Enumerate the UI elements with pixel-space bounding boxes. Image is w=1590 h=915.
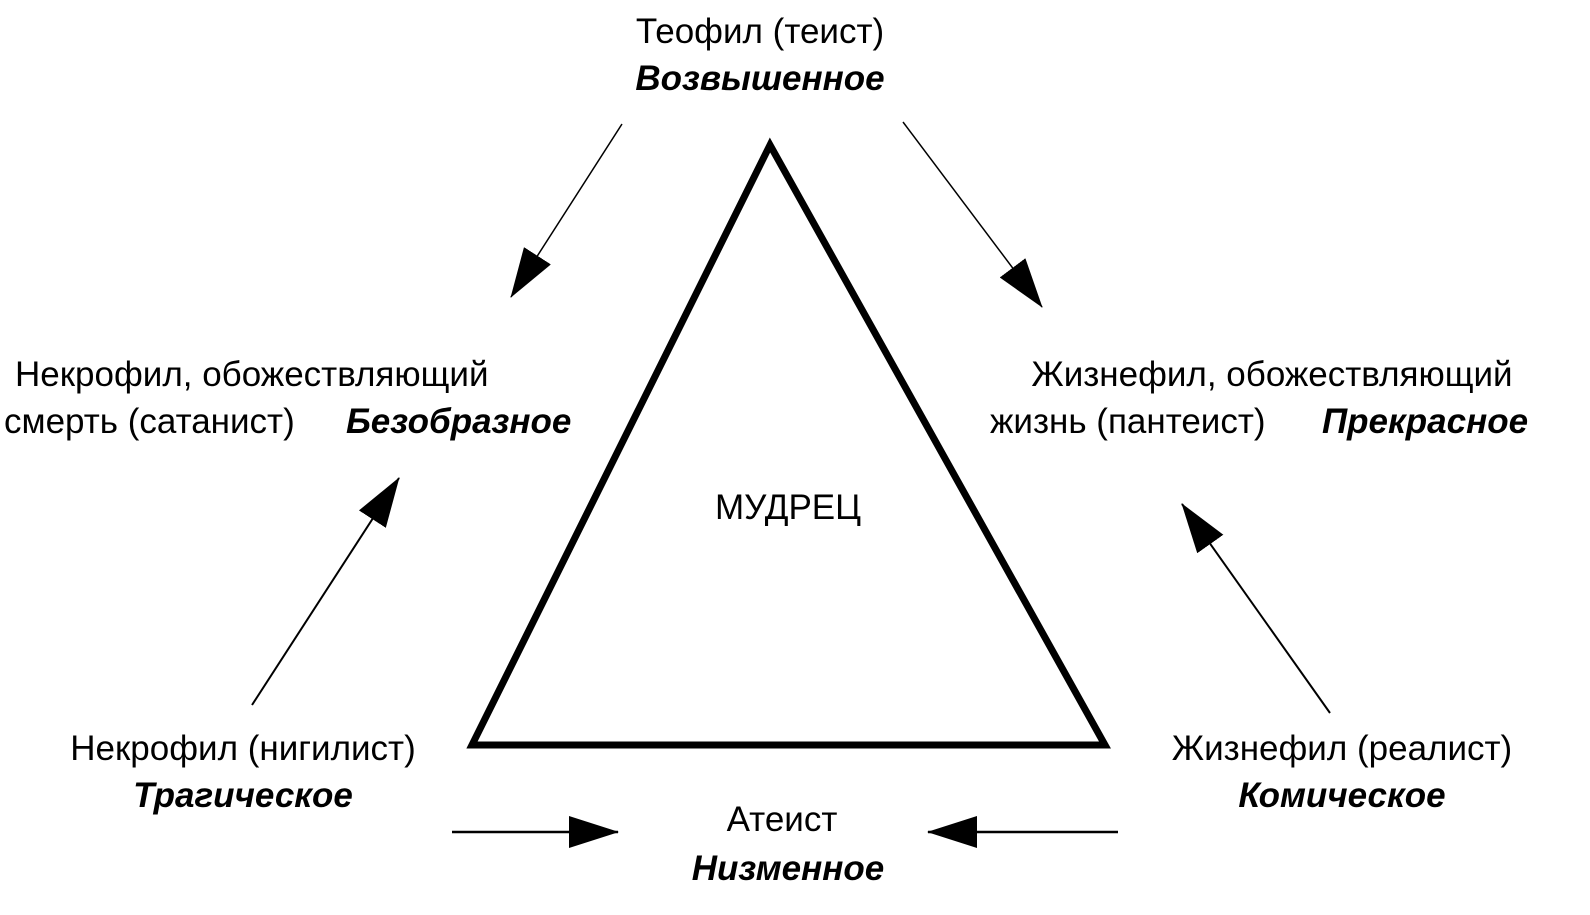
node-bottomright-name: Жизнефил (реалист) — [1172, 729, 1512, 768]
arrow-top-to-right — [902, 121, 1043, 308]
node-top-category: Возвышенное — [635, 59, 884, 98]
node-left-category: Безобразное — [346, 402, 571, 441]
node-bottomright-category: Комическое — [1238, 776, 1445, 815]
node-left-line2: смерть (сатанист) — [4, 402, 295, 441]
node-bottom-category: Низменное — [692, 849, 885, 888]
central-triangle — [466, 137, 1111, 749]
arrow-bottomleft-to-left — [251, 477, 400, 706]
arrow-top-to-left — [510, 123, 623, 298]
arrow-bottomright-to-right — [1181, 503, 1331, 714]
node-left-line1: Некрофил, обожествляющий — [15, 355, 489, 394]
node-right-line2: жизнь (пантеист) — [990, 402, 1266, 441]
node-bottom-name: Атеист — [727, 800, 838, 839]
node-right-category: Прекрасное — [1322, 402, 1528, 441]
node-bottomleft-category: Трагическое — [133, 776, 353, 815]
node-center-label: МУДРЕЦ — [715, 488, 861, 527]
node-bottomleft-name: Некрофил (нигилист) — [70, 729, 416, 768]
node-right-line1: Жизнефил, обожествляющий — [1031, 355, 1512, 394]
node-top-name: Теофил (теист) — [636, 12, 884, 51]
